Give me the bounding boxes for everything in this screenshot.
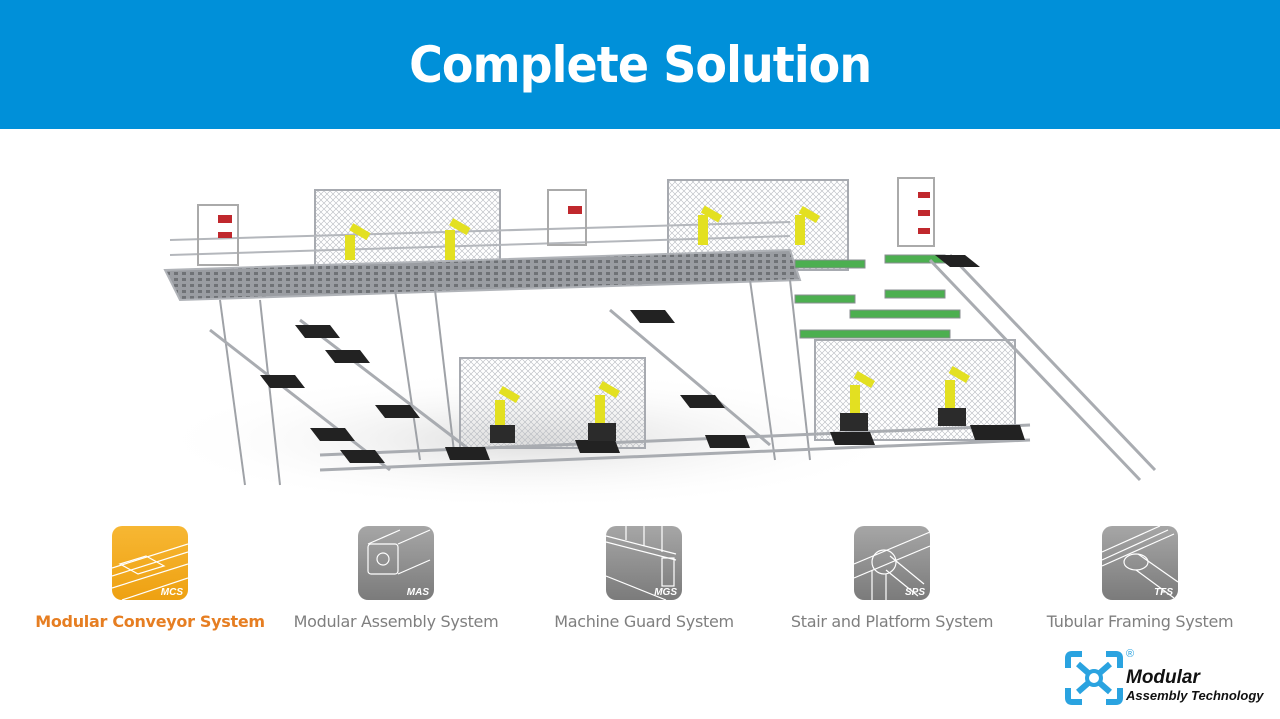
title-banner: Complete Solution <box>0 0 1280 129</box>
product-mcs[interactable]: MCS Modular Conveyor System <box>35 526 265 631</box>
product-tfs[interactable]: TFS Tubular Framing System <box>1036 526 1244 631</box>
robot-base <box>490 408 966 443</box>
product-label: Tubular Framing System <box>1046 612 1234 631</box>
storage-rack <box>547 189 587 246</box>
company-logo: ® Modular Assembly Technology <box>1064 648 1274 710</box>
tube-joint-icon: SPS <box>854 526 930 600</box>
product-label: Modular Assembly System <box>293 612 499 631</box>
product-label: Machine Guard System <box>554 612 734 631</box>
product-label: Modular Conveyor System <box>35 612 265 631</box>
conveyor-lines <box>209 253 1157 482</box>
production-line-illustration <box>150 177 1157 510</box>
logo-text-secondary: Assembly Technology <box>1126 688 1264 703</box>
machine-guard-icon: MGS <box>606 526 682 600</box>
storage-rack <box>197 204 239 266</box>
pallet <box>260 255 1025 463</box>
product-label: Stair and Platform System <box>790 612 994 631</box>
conveyor-icon: MCS <box>112 526 188 600</box>
logo-text-primary: Modular <box>1126 667 1200 688</box>
aluminum-profile-icon: MAS <box>358 526 434 600</box>
platform-walkway <box>163 248 802 302</box>
tube-clamp-icon: TFS <box>1102 526 1178 600</box>
machine-guard-cage <box>459 357 646 449</box>
robot-arm <box>345 205 970 425</box>
logo-mark-icon <box>1065 651 1123 705</box>
storage-rack <box>897 177 935 247</box>
staircase <box>219 279 811 486</box>
machine-guard-cage <box>314 189 501 271</box>
page-title: Complete Solution <box>408 35 872 94</box>
product-sps[interactable]: SPS Stair and Platform System <box>788 526 996 631</box>
product-mas[interactable]: MAS Modular Assembly System <box>292 526 500 631</box>
product-mgs[interactable]: MGS Machine Guard System <box>540 526 748 631</box>
